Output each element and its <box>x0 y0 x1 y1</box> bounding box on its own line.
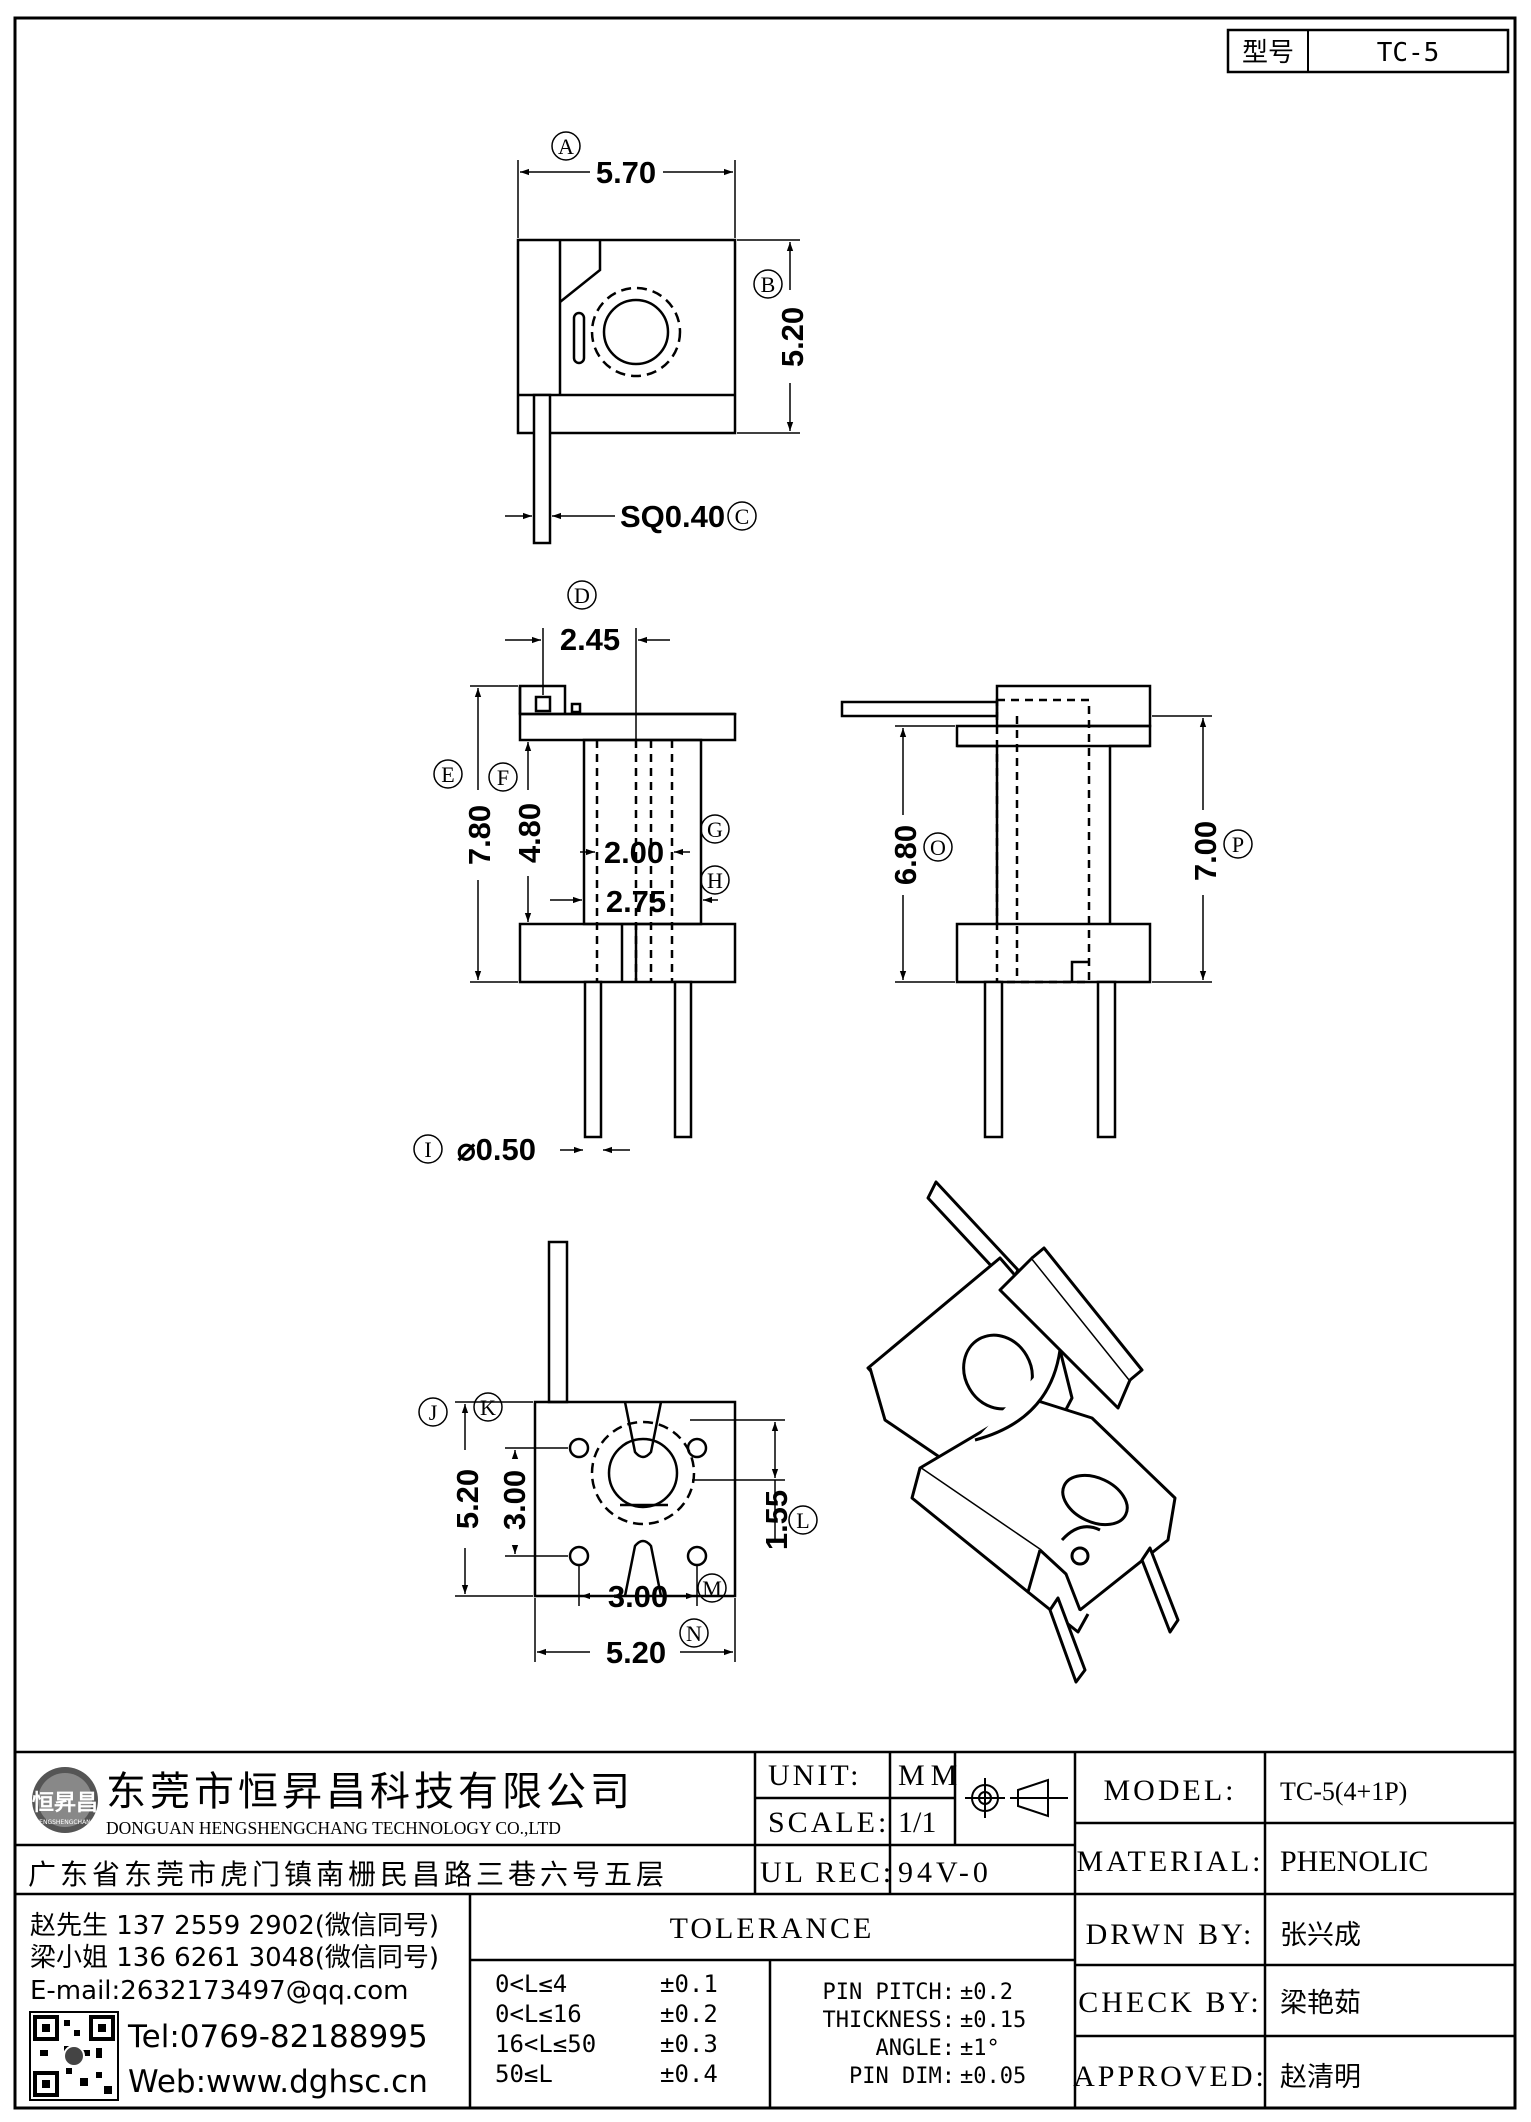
company-logo: 恒昇昌 HENGSHENGCHANG <box>32 1767 98 1833</box>
dim-E: 7.80 <box>462 805 497 865</box>
bottom-view <box>455 1240 785 1662</box>
dim-P: 7.00 <box>1188 821 1223 881</box>
svg-text:E: E <box>441 762 454 787</box>
type-label: 型号 <box>1242 38 1294 68</box>
front-view-labels: D 2.45 E 7.80 F 4.80 2.00 G H 2.75 I ⌀0.… <box>413 580 730 1167</box>
thickness-value: ±0.15 <box>960 2008 1026 2033</box>
scale-value: 1/1 <box>898 1806 936 1839</box>
top-view-labels: A 5.70 B 5.20 SQ0.40 C <box>551 131 810 534</box>
approved-label: APPROVED: <box>1073 2060 1267 2093</box>
drawn-label: DRWN BY: <box>1086 1918 1255 1951</box>
svg-text:F: F <box>497 765 509 790</box>
dim-M: 3.00 <box>608 1579 668 1614</box>
ulrec-label: UL REC: <box>760 1856 894 1889</box>
dim-C: SQ0.40 <box>620 499 725 534</box>
qr-code-icon <box>29 2011 119 2101</box>
svg-text:P: P <box>1232 832 1244 857</box>
projection-symbol-icon <box>965 1778 1068 1818</box>
angle-value: ±1° <box>960 2036 1000 2061</box>
angle-label: ANGLE: <box>876 2036 955 2061</box>
material-value: PHENOLIC <box>1280 1845 1428 1878</box>
side-view <box>840 684 1212 1139</box>
tol-range-3: 50≤L <box>495 2060 553 2088</box>
svg-text:B: B <box>761 272 776 297</box>
pin-pitch-value: ±0.2 <box>960 1980 1013 2005</box>
svg-text:A: A <box>558 134 574 159</box>
dim-K: 3.00 <box>497 1470 532 1530</box>
model-label: MODEL: <box>1104 1774 1237 1807</box>
svg-text:恒昇昌: 恒昇昌 <box>32 1790 98 1816</box>
dim-N: 5.20 <box>606 1635 666 1670</box>
tol-value-0: ±0.1 <box>660 1970 718 1998</box>
tol-value-1: ±0.2 <box>660 2000 718 2028</box>
dim-L: 1.55 <box>759 1490 794 1550</box>
dim-I: ⌀0.50 <box>457 1132 536 1167</box>
contact-web: Web:www.dghsc.cn <box>128 2064 428 2100</box>
svg-text:G: G <box>707 817 723 842</box>
tol-value-3: ±0.4 <box>660 2060 718 2088</box>
scale-label: SCALE: <box>768 1806 889 1839</box>
tol-range-1: 0<L≤16 <box>495 2000 582 2028</box>
dim-J: 5.20 <box>450 1469 485 1529</box>
contact-2: 梁小姐 136 6261 3048(微信同号) <box>30 1943 439 1973</box>
approved-value: 赵清明 <box>1280 2062 1361 2093</box>
isometric-view <box>866 1180 1180 1684</box>
side-view-labels: 6.80 O 7.00 P <box>888 821 1253 885</box>
tol-range-0: 0<L≤4 <box>495 1970 567 1998</box>
unit-value: MM <box>898 1759 963 1792</box>
svg-text:H: H <box>707 868 723 893</box>
sheet-border <box>13 16 1517 2110</box>
contact-email: E-mail:2632173497@qq.com <box>30 1976 409 2006</box>
dim-A: 5.70 <box>596 155 656 190</box>
dim-O: 6.80 <box>888 825 923 885</box>
svg-text:I: I <box>424 1137 431 1162</box>
part-number: TC-5 <box>1377 38 1440 68</box>
dim-D: 2.45 <box>560 622 620 657</box>
front-view <box>470 628 737 1154</box>
svg-text:L: L <box>796 1508 809 1533</box>
dim-G: 2.00 <box>604 835 664 870</box>
company-name-cn: 东莞市恒昇昌科技有限公司 <box>106 1769 634 1815</box>
drawn-value: 张兴成 <box>1280 1920 1361 1951</box>
top-view <box>505 160 800 545</box>
svg-text:M: M <box>702 1576 722 1601</box>
svg-text:HENGSHENGCHANG: HENGSHENGCHANG <box>35 1819 96 1826</box>
tolerance-table: 0<L≤4 ±0.1 0<L≤16 ±0.2 16<L≤50 ±0.3 50≤L… <box>495 1970 1026 2089</box>
ulrec-value: 94V-0 <box>898 1856 992 1889</box>
contact-tel: Tel:0769-82188995 <box>127 2019 428 2055</box>
pin-dim-value: ±0.05 <box>960 2064 1026 2089</box>
check-label: CHECK BY: <box>1078 1986 1261 2019</box>
svg-text:C: C <box>735 504 750 529</box>
tol-value-2: ±0.3 <box>660 2030 718 2058</box>
header-box: 型号 TC-5 <box>1226 28 1510 74</box>
pin-dim-label: PIN DIM: <box>849 2064 955 2089</box>
material-label: MATERIAL: <box>1077 1845 1264 1878</box>
tol-range-2: 16<L≤50 <box>495 2030 596 2058</box>
dim-F: 4.80 <box>512 803 547 863</box>
dim-B: 5.20 <box>775 307 810 367</box>
company-name-en: DONGUAN HENGSHENGCHANG TECHNOLOGY CO.,LT… <box>106 1818 561 1838</box>
svg-text:D: D <box>574 583 590 608</box>
bottom-view-labels: J 5.20 K 3.00 1.55 L 3.00 M 5.20 N <box>418 1392 818 1670</box>
svg-text:N: N <box>686 1621 702 1646</box>
svg-text:K: K <box>480 1395 496 1420</box>
dim-H: 2.75 <box>606 884 666 919</box>
thickness-label: THICKNESS: <box>823 2008 955 2033</box>
check-value: 梁艳茹 <box>1280 1988 1361 2019</box>
contact-1: 赵先生 137 2559 2902(微信同号) <box>30 1911 439 1941</box>
pin-pitch-label: PIN PITCH: <box>823 1980 955 2005</box>
unit-label: UNIT: <box>768 1759 862 1792</box>
model-value: TC-5(4+1P) <box>1280 1777 1407 1806</box>
svg-text:J: J <box>429 1400 438 1425</box>
tolerance-title: TOLERANCE <box>670 1912 875 1945</box>
title-block-lines <box>15 1750 1515 2108</box>
svg-text:O: O <box>930 835 946 860</box>
company-address: 广东省东莞市虎门镇南栅民昌路三巷六号五层 <box>28 1858 668 1891</box>
